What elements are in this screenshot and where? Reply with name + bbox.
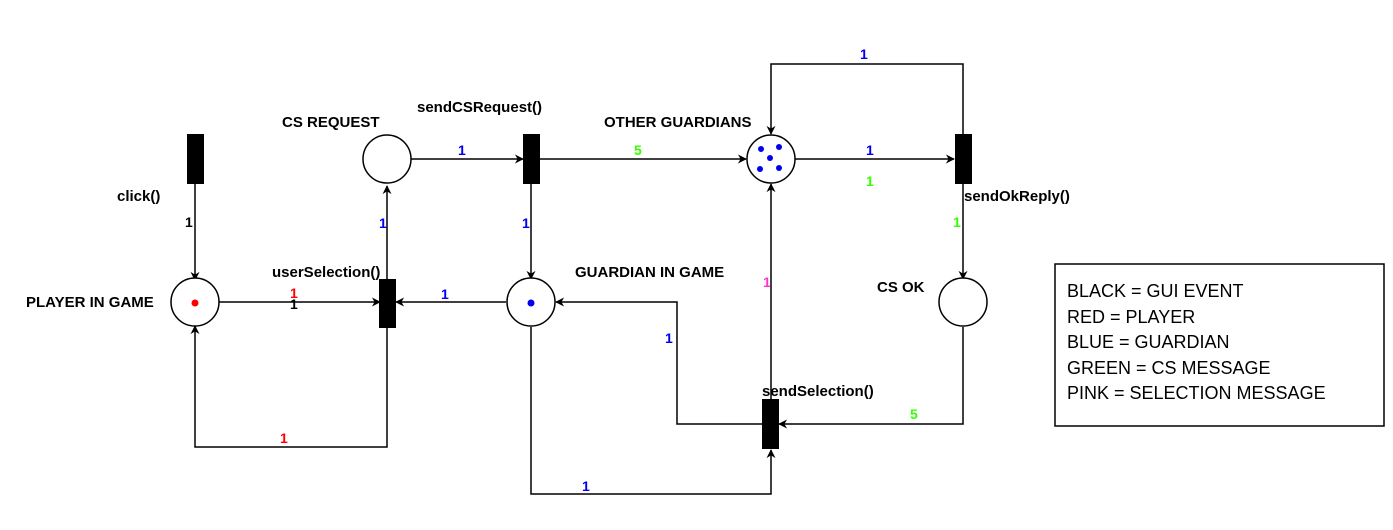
label-click: click() (117, 188, 160, 205)
place-player-in-game (170, 277, 220, 327)
place-guardian-in-game (506, 277, 556, 327)
place-cs-ok (938, 277, 988, 327)
legend-item: RED = PLAYER (1067, 307, 1195, 327)
weight-top-loop: 1 (860, 46, 868, 62)
legend-item: GREEN = CS MESSAGE (1067, 358, 1271, 378)
label-user-selection: userSelection() (272, 264, 380, 281)
label-send-ok-reply: sendOkReply() (964, 188, 1070, 205)
weight-player-to-user-selection-black: 1 (290, 296, 298, 312)
weight-player-to-user-selection-red: 1 (290, 285, 298, 301)
label-send-cs-request: sendCSRequest() (417, 99, 542, 116)
weight-click-to-player: 1 (185, 214, 193, 230)
legend-item: BLACK = GUI EVENT (1067, 281, 1244, 301)
label-cs-ok: CS OK (877, 279, 925, 296)
legend-item: BLUE = GUARDIAN (1067, 332, 1230, 352)
transition-click (187, 134, 204, 184)
arc-guardian-to-send-selection (530, 327, 776, 495)
weight-send-cs-request-to-guardian: 1 (522, 215, 530, 231)
guardian-tokens (757, 144, 782, 172)
weight-send-cs-request-to-other-guardians: 5 (634, 142, 642, 158)
arc-cs-ok-to-send-selection (778, 327, 964, 429)
place-other-guardians (746, 134, 796, 184)
weight-guardian-to-user-selection: 1 (441, 286, 449, 302)
weight-send-selection-to-guardian: 1 (665, 330, 673, 346)
transition-send-cs-request (523, 134, 540, 184)
weight-other-guardians-to-ok-reply-green: 1 (866, 173, 874, 189)
arc-user-selection-to-player (190, 325, 388, 448)
label-guardian-in-game: GUARDIAN IN GAME (575, 264, 724, 281)
weight-cs-ok-to-send-selection: 5 (910, 406, 918, 422)
label-player-in-game: PLAYER IN GAME (26, 294, 154, 311)
place-cs-request (362, 134, 412, 184)
weight-ok-reply-to-cs-ok: 1 (953, 214, 961, 230)
label-other-guardians: OTHER GUARDIANS (604, 114, 752, 131)
label-cs-request: CS REQUEST (282, 114, 380, 131)
arc-send-selection-to-guardian (555, 297, 762, 425)
label-send-selection: sendSelection() (762, 383, 874, 400)
transition-send-selection (762, 399, 779, 449)
legend-item: PINK = SELECTION MESSAGE (1067, 383, 1326, 403)
transition-send-ok-reply (955, 134, 972, 184)
transition-user-selection (379, 279, 396, 328)
legend: BLACK = GUI EVENT RED = PLAYER BLUE = GU… (1054, 263, 1385, 427)
weight-other-guardians-to-ok-reply-blue: 1 (866, 142, 874, 158)
guardian-token (527, 299, 535, 307)
legend-box (1054, 263, 1385, 427)
weight-user-selection-to-cs-request: 1 (379, 215, 387, 231)
arc-ok-reply-to-other-guardians (766, 63, 964, 135)
weight-cs-request-to-send-cs-request: 1 (458, 142, 466, 158)
weight-send-selection-to-other-guardians: 1 (763, 274, 771, 290)
weight-guardian-to-send-selection: 1 (582, 478, 590, 494)
weight-user-selection-loop: 1 (280, 430, 288, 446)
player-token (191, 299, 199, 307)
